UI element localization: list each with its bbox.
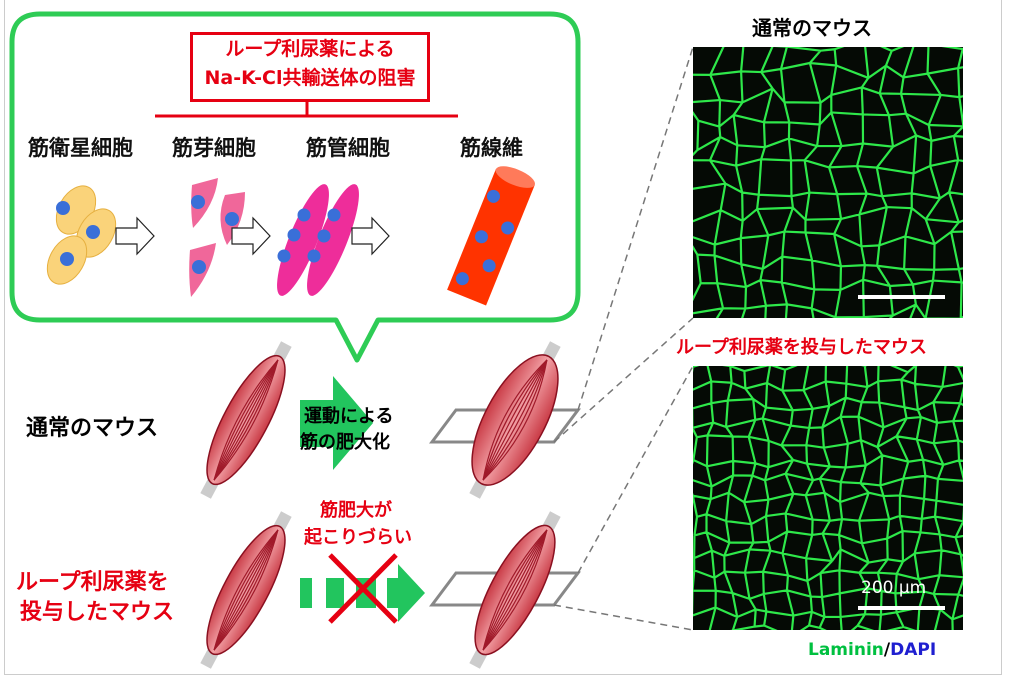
scale-bar bbox=[858, 606, 945, 610]
treated-muscle-before bbox=[200, 511, 292, 669]
stain-laminin: Laminin bbox=[808, 640, 884, 660]
inhibition-box: ループ利尿薬による Na-K-Cl共輸送体の阻害 bbox=[190, 32, 430, 102]
stage-satellite-cell: 筋衛星細胞 bbox=[28, 136, 133, 160]
figure-frame bbox=[4, 0, 1002, 675]
laminin-mesh bbox=[693, 47, 963, 318]
stain-separator: / bbox=[883, 640, 891, 660]
normal-micrograph-title: 通常のマウス bbox=[752, 16, 872, 40]
speech-bubble bbox=[9, 11, 581, 363]
exercise-label-1: 運動による bbox=[304, 406, 394, 427]
laminin-mesh bbox=[693, 366, 963, 630]
myotube-icons bbox=[277, 184, 359, 296]
myoblast-icons bbox=[189, 178, 245, 297]
blocked-label-2: 起こりづらい bbox=[304, 527, 412, 548]
zoom-connector-lines bbox=[553, 46, 694, 631]
scale-bar bbox=[858, 295, 945, 299]
stage-myotube: 筋管細胞 bbox=[306, 136, 390, 160]
inhibition-line1: ループ利尿薬による bbox=[225, 38, 395, 60]
treated-muscle-after bbox=[469, 511, 561, 669]
blocked-label-1: 筋肥大が bbox=[320, 500, 392, 521]
treated-mouse-label-2: 投与したマウス bbox=[20, 600, 175, 625]
muscle-fiber-icon bbox=[447, 166, 535, 306]
treated-mouse-label-1: ループ利尿薬を bbox=[16, 570, 169, 595]
normal-micrograph bbox=[693, 47, 963, 318]
cross-mark-icon bbox=[328, 553, 398, 624]
scale-bar-label: 200 µm bbox=[861, 578, 927, 598]
blocked-arrow bbox=[300, 564, 425, 622]
stain-dapi: DAPI bbox=[890, 640, 937, 660]
normal-muscle-hypertrophied bbox=[469, 341, 561, 499]
stage-myoblast: 筋芽細胞 bbox=[172, 136, 256, 160]
inhibition-line2: Na-K-Cl共輸送体の阻害 bbox=[204, 67, 416, 89]
satellite-cell-icons bbox=[46, 185, 117, 285]
stain-legend: Laminin/DAPI bbox=[808, 640, 936, 660]
treated-micrograph-title: ループ利尿薬を投与したマウス bbox=[676, 337, 927, 358]
normal-mouse-label: 通常のマウス bbox=[26, 416, 159, 441]
hypertrophy-arrow bbox=[300, 376, 373, 470]
normal-muscle-before bbox=[200, 341, 292, 499]
stage-arrow-icons bbox=[115, 216, 390, 256]
treated-micrograph: 200 µm bbox=[693, 366, 963, 630]
exercise-label-2: 筋の肥大化 bbox=[300, 432, 390, 453]
stage-muscle-fiber: 筋線維 bbox=[460, 136, 523, 160]
